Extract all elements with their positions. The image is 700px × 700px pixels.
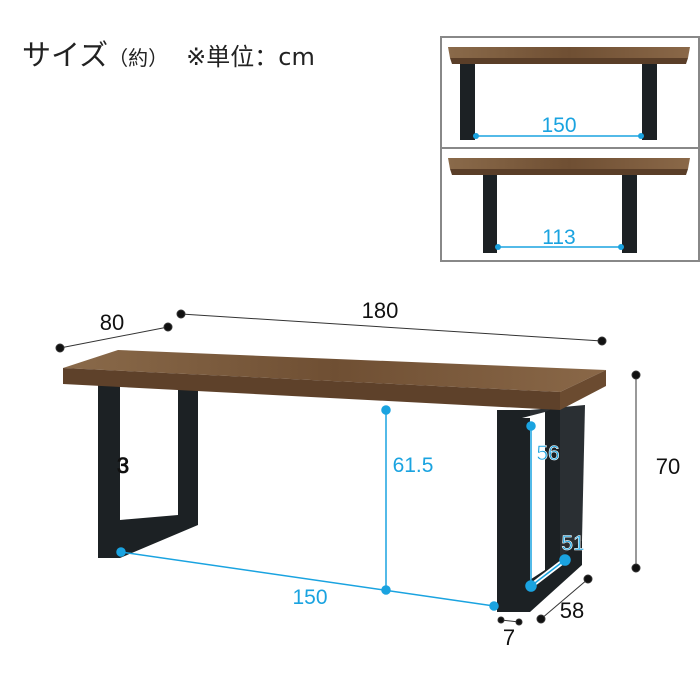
unit-note: ※単位：cm: [186, 43, 315, 71]
inset-label-150: 150: [541, 114, 576, 137]
inset-side-view-1: 150: [440, 36, 700, 149]
inset-leg: [460, 64, 475, 140]
leg-depth-label: 58: [560, 598, 584, 623]
leg-inner-height-label: 56: [536, 442, 559, 465]
inset-tabletop: [448, 47, 690, 58]
page-title: サイズ（約） ※単位：cm: [22, 32, 315, 74]
leg-width-label: 7: [503, 625, 515, 650]
inset-label-113: 113: [542, 226, 575, 249]
height-label: 70: [656, 454, 680, 479]
tabletop: [63, 350, 606, 410]
title-sub: （約）: [108, 46, 169, 70]
depth-label: 80: [100, 310, 124, 335]
leg-span-label: 150: [292, 586, 327, 609]
under-height-label: 61.5: [393, 454, 434, 477]
left-leg: [98, 383, 198, 558]
black-dimensions: [55, 309, 641, 626]
inset-side-view-2: 113: [440, 147, 700, 262]
leg-thickness-label: 3: [117, 453, 129, 478]
leg-inner-depth-label: 51: [561, 532, 584, 555]
width-label: 180: [362, 298, 399, 323]
inset-leg: [642, 64, 657, 140]
title-main: サイズ: [22, 38, 109, 72]
right-leg: [497, 405, 585, 612]
blue-dimensions: [116, 405, 571, 611]
